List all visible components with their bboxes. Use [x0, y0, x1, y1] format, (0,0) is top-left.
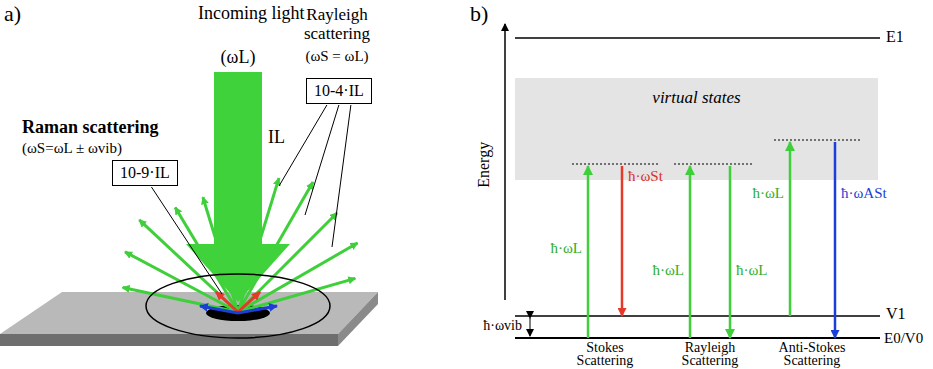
virtual-band	[515, 78, 878, 180]
scattered-ray	[238, 278, 355, 312]
raman-rays	[200, 292, 277, 313]
axis-label: Energy	[475, 135, 493, 195]
vib-gap	[530, 318, 531, 336]
text-label: ħ·ωL	[732, 185, 784, 202]
text-label: a)	[4, 2, 21, 26]
text-label: ħ·ωL	[632, 262, 684, 279]
intensity-value: 10-9·IL	[120, 164, 170, 182]
focus-oval	[146, 274, 330, 338]
text-label: Anti-Stokes Scattering	[764, 341, 860, 367]
text-label: Rayleigh scattering	[282, 6, 392, 43]
text-label: ħ·ωvib	[444, 318, 522, 333]
leader-line	[279, 105, 327, 186]
level-e1	[515, 37, 880, 39]
text-label: ħ·ωASt	[841, 185, 887, 202]
level-e0	[515, 337, 880, 339]
transitions	[588, 142, 835, 338]
text-label: ħ·ωSt	[628, 168, 663, 185]
intensity-value: 10-4·IL	[314, 82, 364, 100]
incoming-beam	[186, 72, 290, 302]
text-label: (ωS = ωL)	[282, 48, 392, 65]
sample-side	[338, 292, 378, 346]
text-label: ħ·ωL	[530, 240, 582, 257]
sample-edge	[0, 334, 338, 346]
intensity-box: 10-9·IL	[112, 160, 178, 186]
virtual-levels	[572, 140, 860, 164]
text-label: E0/V0	[884, 330, 923, 347]
text-label: Raman scattering	[22, 118, 158, 138]
text-label: Incoming light	[198, 4, 278, 24]
sample-surface	[0, 292, 378, 334]
leader-line	[305, 105, 339, 215]
text-label: (ωL)	[198, 48, 278, 68]
text-label: ħ·ωL	[736, 262, 768, 279]
leader-line	[151, 187, 222, 294]
level-v1	[515, 315, 880, 317]
text-label: (ωS=ωL ± ωvib)	[22, 140, 122, 157]
virtual-states-band: virtual states	[515, 78, 878, 108]
leader-lines	[151, 105, 350, 294]
leader-line	[332, 105, 351, 247]
text-label: Stokes Scattering	[560, 341, 650, 367]
text-label: E1	[886, 28, 904, 46]
text-label: V1	[886, 305, 906, 323]
intensity-box: 10-4·IL	[306, 78, 372, 104]
text-label: IL	[268, 128, 285, 148]
band-label: virtual states	[515, 88, 878, 108]
text-label: Rayleigh Scattering	[665, 341, 755, 367]
energy-axis	[504, 24, 506, 300]
text-label: b)	[470, 2, 488, 26]
